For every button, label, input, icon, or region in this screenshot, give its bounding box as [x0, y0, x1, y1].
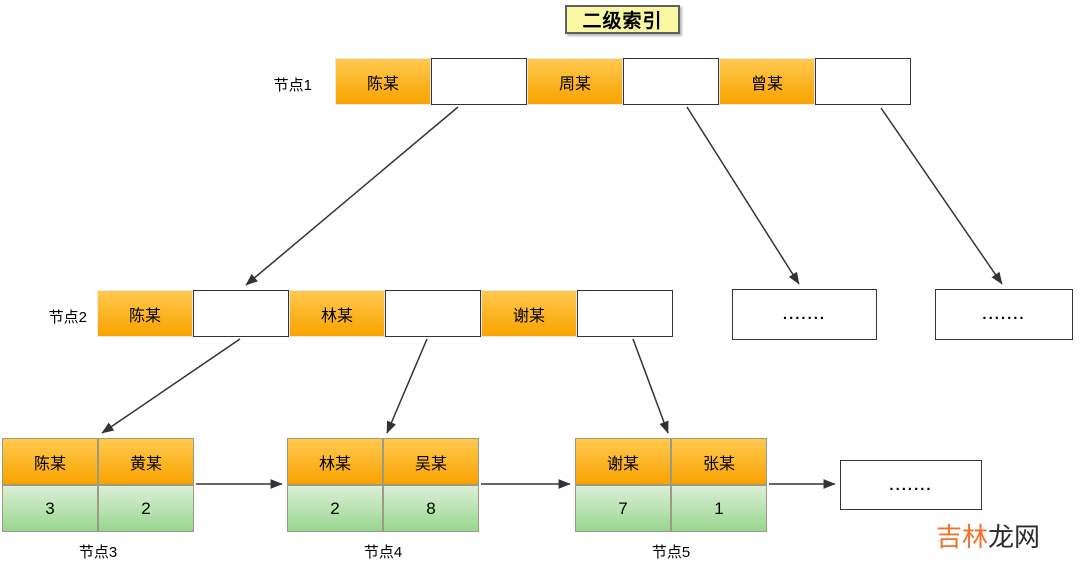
watermark-secondary: 龙网: [988, 522, 1041, 552]
node1: 陈某 周某 曾某: [335, 58, 911, 105]
node2-pointer-2: [385, 290, 481, 337]
node4: 林某 吴某 2 8: [287, 438, 479, 532]
node4-value-1: 2: [287, 485, 383, 532]
arrow-node1-to-node2: [245, 106, 459, 286]
node1-key-1: 陈某: [335, 58, 431, 105]
node1-key-3: 曾某: [719, 58, 815, 105]
node4-label: 节点4: [363, 544, 403, 561]
arrow-node1-to-ellipsis-top-1: [686, 106, 800, 285]
arrow-node1-to-ellipsis-top-2: [880, 107, 1003, 285]
node2-key-3: 谢某: [481, 290, 577, 337]
node2-pointer-1: [193, 290, 289, 337]
ellipsis-box-bottom: .......: [840, 460, 982, 510]
arrow-node2-to-node3: [101, 338, 241, 434]
arrow-node2-to-node5: [632, 338, 669, 434]
node1-label: 节点1: [273, 77, 312, 94]
ellipsis-text: .......: [982, 306, 1026, 323]
node3-key-1: 陈某: [2, 438, 98, 485]
ellipsis-text: .......: [782, 306, 827, 323]
node1-pointer-1: [431, 58, 527, 105]
node3: 陈某 黄某 3 2: [2, 438, 194, 532]
node3-label: 节点3: [78, 544, 118, 561]
watermark: 吉林龙网: [936, 517, 1040, 554]
node5-key-1: 谢某: [575, 438, 671, 485]
node4-key-2: 吴某: [383, 438, 479, 485]
node1-key-2: 周某: [527, 58, 623, 105]
ellipsis-text: .......: [889, 476, 933, 494]
diagram-title: 二级索引: [565, 5, 680, 34]
arrow-node2-to-node4: [386, 338, 428, 434]
node2-pointer-3: [577, 290, 673, 337]
node2: 陈某 林某 谢某: [97, 290, 673, 337]
node1-pointer-3: [815, 58, 911, 105]
node2-key-1: 陈某: [97, 290, 193, 337]
node3-value-2: 2: [98, 485, 194, 532]
node1-pointer-2: [623, 58, 719, 105]
node5-key-2: 张某: [671, 438, 767, 485]
watermark-primary: 吉林: [936, 522, 989, 552]
node5-label: 节点5: [651, 544, 691, 561]
ellipsis-box-top-2: .......: [935, 289, 1073, 340]
ellipsis-box-top-1: .......: [732, 289, 877, 340]
node5-value-2: 1: [671, 485, 767, 532]
diagram-title-text: 二级索引: [582, 11, 663, 32]
node3-key-2: 黄某: [98, 438, 194, 485]
node4-key-1: 林某: [287, 438, 383, 485]
node2-label: 节点2: [48, 309, 87, 326]
node4-value-2: 8: [383, 485, 479, 532]
node5-value-1: 7: [575, 485, 671, 532]
node5: 谢某 张某 7 1: [575, 438, 767, 532]
node2-key-2: 林某: [289, 290, 385, 337]
node3-value-1: 3: [2, 485, 98, 532]
